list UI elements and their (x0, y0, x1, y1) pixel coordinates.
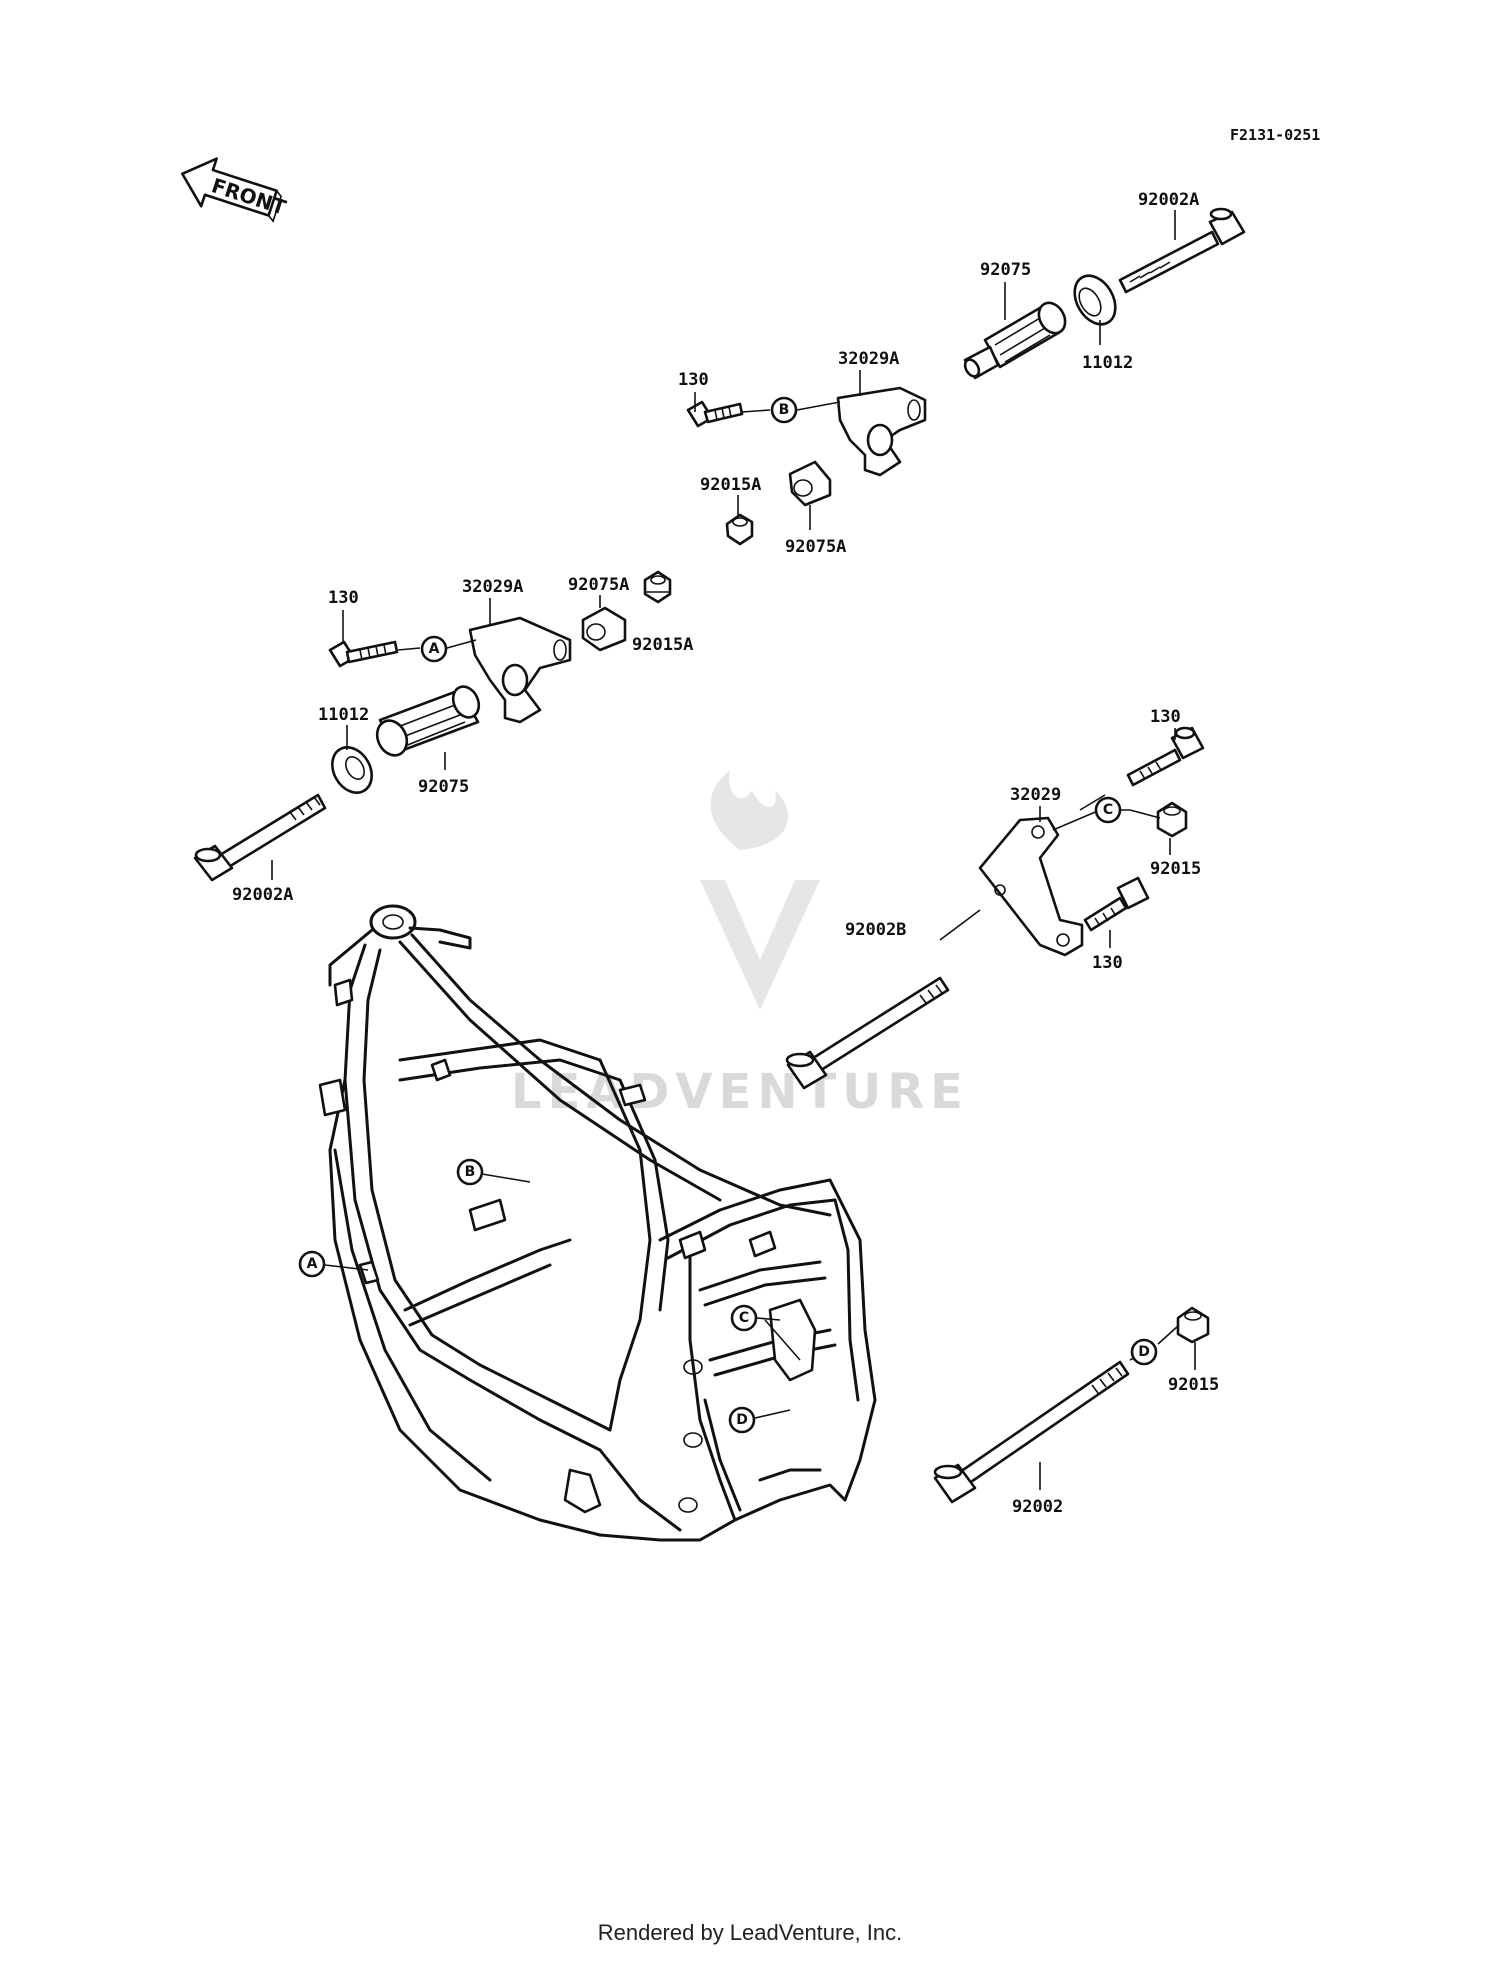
watermark-text: LEADVENTURE (511, 1064, 969, 1120)
label-mid-damper: 92075A (568, 575, 629, 595)
label-top-spacer: 11012 (1082, 353, 1133, 373)
bottom-long-bolt (933, 1360, 1130, 1504)
label-bottom-nut: 92015 (1168, 1375, 1219, 1395)
label-mid-bracket: 32029A (462, 577, 523, 597)
ref-circle-d-frame: D (728, 1406, 756, 1434)
ref-circle-a-frame: A (298, 1250, 326, 1278)
watermark: LEADVENTURE (511, 770, 969, 1120)
upper-nut (725, 513, 754, 546)
svg-text:D: D (736, 1412, 748, 1428)
label-left-collar: 92075 (418, 777, 469, 797)
top-mount-bolt (1118, 207, 1246, 294)
left-collar (375, 685, 481, 757)
ref-circle-a-upper: A (420, 635, 448, 663)
svg-text:C: C (1103, 802, 1113, 818)
label-upper-bolt: 130 (678, 370, 709, 390)
label-right-bolt-top: 130 (1150, 707, 1181, 727)
label-bottom-bolt: 92002 (1012, 1497, 1063, 1517)
label-upper-bracket: 32029A (838, 349, 899, 369)
top-spacer (1073, 274, 1117, 326)
right-bolt-top (1126, 726, 1205, 787)
ref-circle-c-upper: C (1094, 796, 1122, 824)
svg-text:B: B (465, 1164, 476, 1180)
right-bolt-bottom (1083, 876, 1150, 932)
label-right-plate: 32029 (1010, 785, 1061, 805)
svg-text:A: A (307, 1256, 318, 1272)
label-long-bolt-b: 92002B (845, 920, 906, 940)
svg-text:D: D (1138, 1344, 1150, 1360)
leader-lines (271, 210, 1196, 1490)
label-left-spacer: 11012 (318, 705, 369, 725)
mid-mount-bracket (468, 616, 572, 724)
label-mid-bolt: 130 (328, 588, 359, 608)
label-upper-damper: 92075A (785, 537, 846, 557)
top-collar (963, 301, 1067, 380)
label-mid-nut: 92015A (632, 635, 693, 655)
bottom-nut (1176, 1306, 1210, 1344)
ref-circle-b-upper: B (770, 396, 798, 424)
label-left-bolt: 92002A (232, 885, 293, 905)
upper-mount-bracket (836, 386, 927, 477)
footer-credit: Rendered by LeadVenture, Inc. (597, 1920, 903, 1945)
motorcycle-frame (318, 904, 877, 1542)
label-upper-nut: 92015A (700, 475, 761, 495)
mid-damper (581, 606, 627, 652)
upper-damper (788, 460, 832, 507)
right-mount-plate (978, 816, 1084, 957)
mid-bolt (328, 640, 399, 668)
ref-circle-b-frame: B (456, 1158, 484, 1186)
label-top-collar: 92075 (980, 260, 1031, 280)
label-top-bolt: 92002A (1138, 190, 1199, 210)
mid-nut (643, 570, 672, 604)
front-arrow-icon: FRONT (180, 157, 289, 223)
left-mount-bolt (193, 793, 327, 882)
svg-text:A: A (429, 641, 440, 657)
right-nut (1156, 801, 1188, 838)
left-spacer (331, 746, 373, 794)
long-bolt-b (785, 976, 950, 1090)
front-label: FRONT (209, 173, 289, 220)
drawing-reference: F2131-0251 (1230, 126, 1320, 144)
ref-circle-c-frame: C (730, 1304, 758, 1332)
label-right-nut: 92015 (1150, 859, 1201, 879)
svg-text:C: C (739, 1310, 749, 1326)
svg-text:B: B (779, 402, 790, 418)
label-right-bolt-bottom: 130 (1092, 953, 1123, 973)
upper-bolt (686, 400, 744, 428)
ref-circle-d-upper: D (1130, 1338, 1158, 1366)
